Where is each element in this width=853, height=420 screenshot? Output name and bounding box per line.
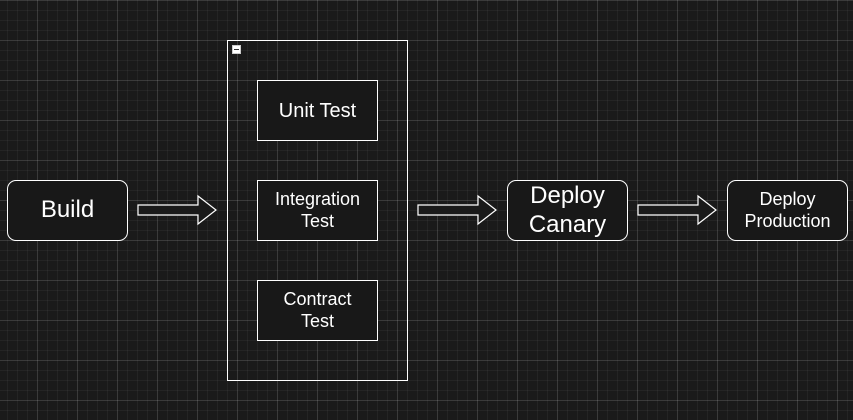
arrow-canary-to-production[interactable] xyxy=(637,194,717,226)
test-stage-container[interactable] xyxy=(227,40,408,381)
minus-glyph xyxy=(234,49,239,50)
arrow-tests-to-canary[interactable] xyxy=(417,194,497,226)
arrow-build-to-tests[interactable] xyxy=(137,194,217,226)
contract-test-node[interactable]: Contract Test xyxy=(257,280,378,341)
build-node[interactable]: Build xyxy=(7,180,128,241)
collapse-icon[interactable] xyxy=(232,45,241,54)
unit-test-node[interactable]: Unit Test xyxy=(257,80,378,141)
integration-test-node[interactable]: Integration Test xyxy=(257,180,378,241)
deploy-canary-node[interactable]: Deploy Canary xyxy=(507,180,628,241)
deploy-production-node[interactable]: Deploy Production xyxy=(727,180,848,241)
